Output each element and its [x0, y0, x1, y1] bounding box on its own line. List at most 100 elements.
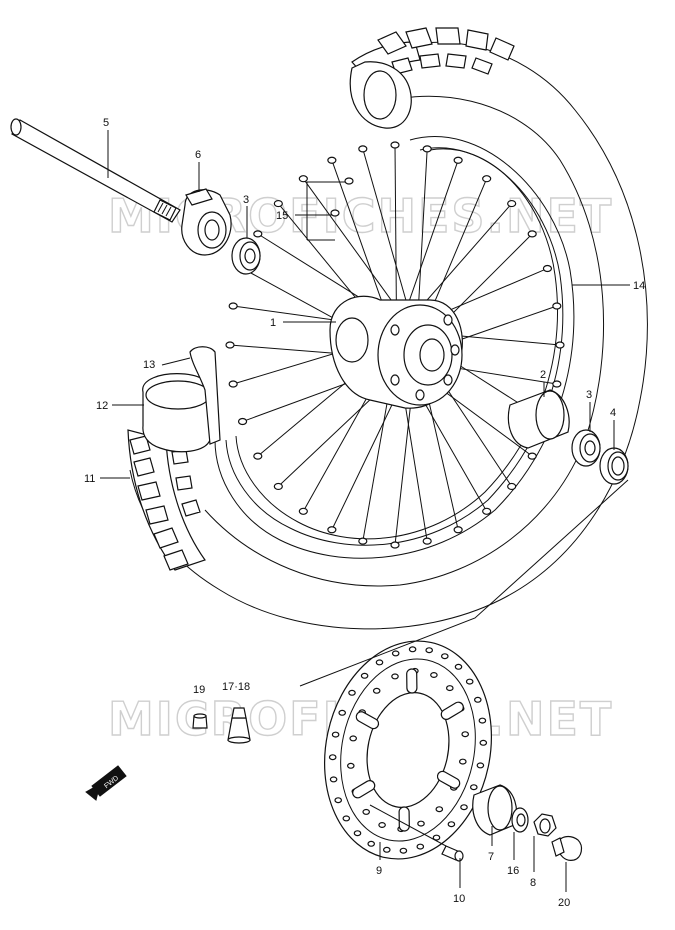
spoke	[405, 160, 459, 311]
spoke-nipple	[228, 380, 238, 388]
disc-slot	[352, 780, 376, 799]
collar-7	[472, 784, 518, 836]
spoke-nipple	[298, 507, 308, 515]
callout-labels: 5 6 3 15 1 13 12 11 2 3 4 14 19 17·18 7 …	[84, 117, 645, 909]
fwd-arrow-icon: FWD	[85, 765, 127, 801]
disc-hole	[338, 709, 347, 716]
spoke-nipple	[552, 380, 562, 388]
tire	[127, 27, 648, 630]
disc-hole	[469, 784, 478, 791]
spoke-nipple	[527, 230, 537, 238]
disc-hole	[349, 735, 358, 742]
callout-10: 10	[453, 893, 465, 905]
spoke	[362, 148, 410, 311]
disc-hole	[328, 754, 337, 761]
disc-slot	[436, 770, 461, 789]
disc-hole	[460, 804, 468, 811]
disc-hole	[372, 687, 381, 694]
spoke-nipple	[225, 341, 235, 349]
cap	[551, 835, 583, 861]
callout-6: 6	[195, 149, 201, 161]
spoke-nipple	[228, 302, 238, 310]
disc-hole	[465, 678, 474, 685]
callout-17-18: 17·18	[222, 681, 250, 693]
bearing-left	[231, 237, 261, 275]
spoke-nipple	[422, 145, 432, 153]
callout-9: 9	[376, 865, 382, 877]
spoke-nipple	[358, 537, 368, 545]
valve	[227, 707, 251, 744]
callout-16: 16	[507, 865, 519, 877]
spoke-nipple	[453, 526, 463, 534]
callout-20: 20	[558, 897, 570, 909]
spoke-nipple	[390, 541, 400, 549]
disc-hole	[391, 673, 399, 680]
spoke-nipple	[358, 145, 368, 153]
callout-11: 11	[84, 473, 95, 485]
callout-1: 1	[270, 317, 276, 329]
valve-cap	[192, 713, 208, 729]
disc-hole	[445, 685, 454, 692]
disc-hole	[391, 650, 400, 657]
callout-19: 19	[193, 684, 205, 696]
disc-hole	[399, 847, 408, 854]
spoke-nipple	[390, 141, 400, 149]
rim	[235, 148, 558, 540]
oil-seal	[599, 447, 629, 485]
disc-hole	[378, 821, 386, 828]
spoke-nipple	[527, 452, 537, 460]
spoke-nipple	[507, 482, 517, 491]
spoke-nipple	[253, 230, 263, 238]
disc-hole	[447, 821, 456, 828]
disc-hole	[346, 762, 355, 769]
hub	[329, 295, 463, 409]
callout-13: 13	[143, 359, 155, 371]
disc-hole	[408, 646, 417, 653]
disc-hole	[478, 717, 487, 724]
brake-disc	[323, 640, 493, 860]
disc-hole	[458, 758, 467, 765]
callout-14: 14	[633, 280, 645, 292]
spoke-nipple	[422, 537, 432, 545]
spoke	[394, 144, 397, 313]
disc-hole	[360, 672, 369, 679]
disc-hole	[430, 671, 438, 678]
disc-hole	[479, 739, 488, 746]
disc-hole	[329, 776, 338, 783]
bearing-right	[571, 429, 601, 467]
disc-hole	[454, 663, 463, 670]
disc-hole	[353, 830, 362, 837]
spoke-nipple	[555, 341, 565, 349]
axle	[10, 118, 181, 223]
spoke	[415, 203, 513, 314]
spoke-nipple	[298, 175, 308, 183]
disc-hole	[417, 820, 425, 827]
spoke-nipple	[273, 199, 283, 208]
spoke-nipple	[507, 199, 517, 208]
disc-hole	[367, 840, 376, 847]
disc-hole	[342, 815, 351, 822]
leader-lines	[100, 130, 630, 892]
spoke	[331, 160, 389, 320]
spoke-nipple	[453, 156, 463, 164]
disc-hole	[348, 689, 356, 696]
disc-slot	[355, 711, 380, 730]
callout-8: 8	[530, 877, 536, 889]
disc-hole	[461, 731, 470, 738]
disc-hole	[334, 797, 343, 804]
spoke-nipple	[482, 175, 492, 183]
spoke-nipple	[482, 507, 492, 515]
disc-hole	[435, 806, 444, 813]
callout-2: 2	[540, 369, 546, 381]
disc-hole	[432, 834, 441, 841]
disc-hole	[362, 808, 371, 815]
washer	[511, 807, 529, 833]
disc-hole	[425, 647, 434, 654]
callout-15: 15	[276, 210, 288, 222]
disc-hole	[416, 843, 425, 850]
callout-12: 12	[96, 400, 108, 412]
spacer	[507, 389, 570, 449]
spoke	[302, 178, 400, 312]
